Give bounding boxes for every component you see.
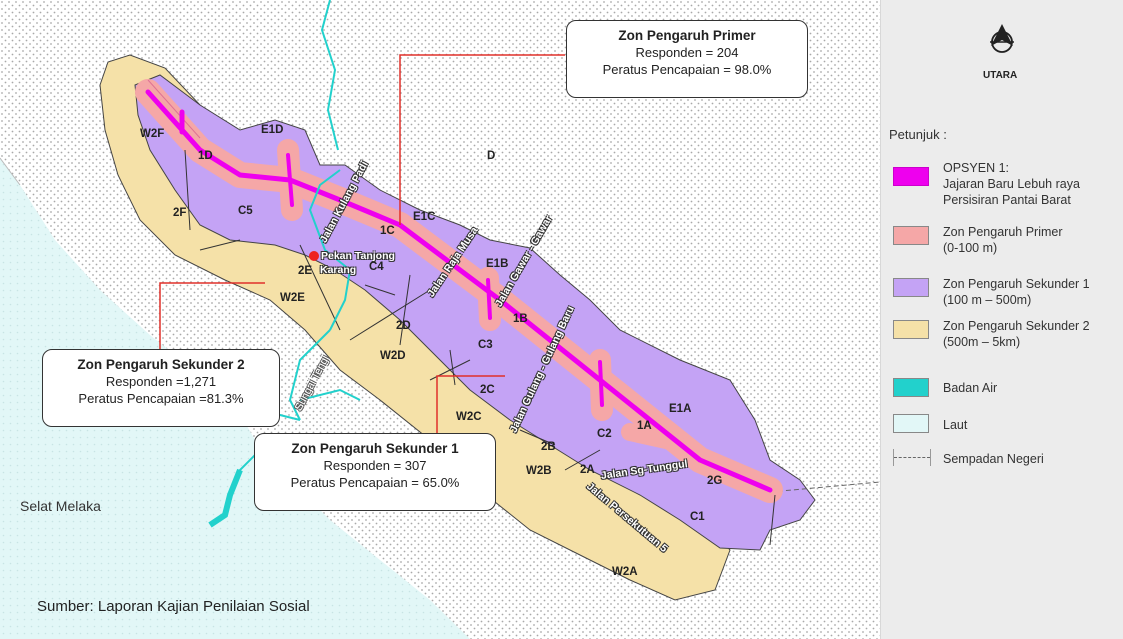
zone-label-2d: 2D — [396, 320, 411, 332]
zone-label-1d: 1D — [198, 150, 213, 162]
legend-swatch-water — [893, 378, 929, 397]
zone-label-w2c: W2C — [456, 411, 482, 423]
legend-panel: UTARA Petunjuk : OPSYEN 1: Jajaran Baru … — [880, 0, 1123, 639]
zone-label-d: D — [487, 150, 496, 162]
callout-sekunder2-respondents: Responden =1,271 — [105, 374, 217, 389]
place-label-pekan-a: Pekan Tanjong — [321, 250, 395, 262]
zone-label-1a: 1A — [637, 420, 652, 432]
legend-swatch-boundary — [893, 449, 931, 466]
north-arrow-icon — [990, 24, 1014, 53]
legend-item-sekunder2: Zon Pengaruh Sekunder 2 (500m – 5km) — [943, 319, 1090, 349]
zone-label-e1c: E1C — [413, 211, 436, 223]
zone-label-2e: 2E — [298, 265, 313, 277]
map-canvas — [0, 0, 880, 639]
callout-sekunder2-title: Zon Pengaruh Sekunder 2 — [77, 357, 245, 372]
zone-label-2c: 2C — [480, 384, 495, 396]
zone-label-w2d: W2D — [380, 350, 406, 362]
callout-sekunder2: Zon Pengaruh Sekunder 2 Responden =1,271… — [42, 349, 280, 427]
legend-item-primer: Zon Pengaruh Primer (0-100 m) — [943, 225, 1063, 255]
callout-sekunder1: Zon Pengaruh Sekunder 1 Responden = 307 … — [254, 433, 496, 511]
legend-swatch-primer — [893, 226, 929, 245]
zone-label-w2a: W2A — [612, 566, 638, 578]
highway-opsyen1 — [145, 89, 773, 493]
legend-swatch-sea — [893, 414, 929, 433]
state-boundary — [769, 481, 880, 493]
source-note: Sumber: Laporan Kajian Penilaian Sosial — [37, 598, 310, 615]
zone-label-w2f: W2F — [140, 128, 165, 140]
callout-sekunder1-title: Zon Pengaruh Sekunder 1 — [291, 441, 459, 456]
zone-label-w2e: W2E — [280, 292, 305, 304]
callout-sekunder1-percentage: Peratus Pencapaian = 65.0% — [290, 475, 460, 490]
zone-label-1b: 1B — [513, 313, 528, 325]
callout-primer-respondents: Responden = 204 — [635, 45, 739, 60]
place-label-pekan-b: Karang — [320, 264, 357, 276]
zone-label-c5: C5 — [238, 205, 253, 217]
zone-label-2g: 2G — [707, 475, 723, 487]
legend-item-water: Badan Air — [943, 381, 998, 395]
zone-label-2b: 2B — [541, 441, 556, 453]
callout-primer: Zon Pengaruh Primer Responden = 204 Pera… — [566, 20, 808, 98]
zone-label-c2: C2 — [597, 428, 612, 440]
sea-area — [0, 158, 470, 639]
zone-label-c1: C1 — [690, 511, 705, 523]
legend-swatch-sekunder1 — [893, 278, 929, 297]
zone-label-1c: 1C — [380, 225, 395, 237]
legend-swatch-highway — [893, 167, 929, 186]
legend-heading: Petunjuk : — [889, 127, 947, 142]
zone-label-2f: 2F — [173, 207, 187, 219]
zone-label-e1b: E1B — [486, 258, 509, 270]
zone-label-w2b: W2B — [526, 465, 552, 477]
legend-swatch-sekunder2 — [893, 320, 929, 339]
callout-primer-title: Zon Pengaruh Primer — [618, 28, 756, 43]
sea-label-selat-melaka: Selat Melaka — [20, 498, 101, 514]
callout-sekunder2-percentage: Peratus Pencapaian =81.3% — [78, 391, 244, 406]
zone-label-2a: 2A — [580, 464, 595, 476]
callout-sekunder1-respondents: Responden = 307 — [323, 458, 427, 473]
zone-label-e1d: E1D — [261, 124, 284, 136]
callout-lines — [159, 54, 565, 433]
zone-label-e1a: E1A — [669, 403, 692, 415]
legend-item-sekunder1: Zon Pengaruh Sekunder 1 (100 m – 500m) — [943, 277, 1090, 307]
zone-label-c4: C4 — [369, 261, 384, 273]
zone-label-c3: C3 — [478, 339, 493, 351]
legend-item-highway: OPSYEN 1: Jajaran Baru Lebuh raya Persis… — [943, 161, 1080, 207]
callout-primer-percentage: Peratus Pencapaian = 98.0% — [602, 62, 772, 77]
legend-item-sea: Laut — [943, 418, 968, 432]
legend-item-boundary: Sempadan Negeri — [943, 452, 1044, 466]
town-marker — [309, 251, 319, 261]
north-label: UTARA — [983, 70, 1018, 81]
